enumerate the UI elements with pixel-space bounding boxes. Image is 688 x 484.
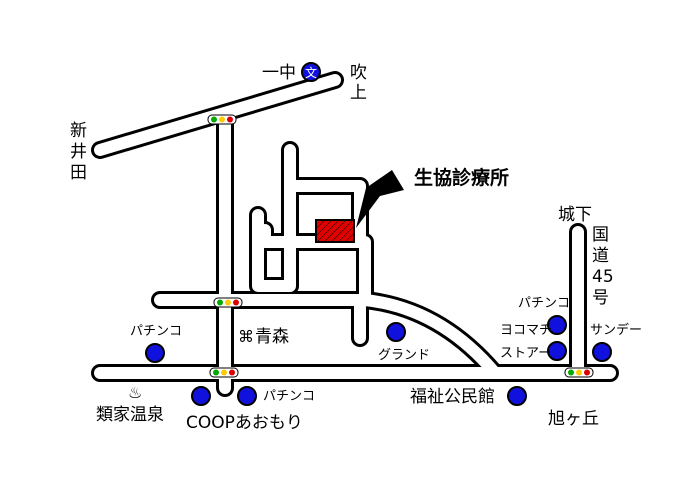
label-araida-2: 井 (70, 142, 87, 162)
label-fukushi-kominkan: 福祉公民館 (410, 387, 495, 407)
place-labels: 一中 吹 上 新 井 田 城下 国 道 45 号 パチンコ ⌘ 青森 グランド … (70, 63, 642, 433)
coop-marker (191, 386, 211, 406)
label-route45-1: 国 (592, 225, 609, 245)
label-sunday: サンデー (590, 322, 642, 338)
label-ichichu: 一中 (262, 63, 296, 83)
label-pachinko-left: パチンコ (130, 324, 182, 339)
label-araida-3: 田 (70, 163, 87, 183)
school-marker (301, 62, 321, 82)
label-aomori: 青森 (255, 327, 289, 347)
label-asahigaoka: 旭ヶ丘 (548, 409, 599, 429)
traffic-lights (207, 114, 594, 378)
label-route45-2: 道 (592, 246, 609, 266)
label-fukiage-1: 吹 (350, 63, 367, 83)
label-coop: COOPあおもり (186, 413, 303, 433)
clinic-pointer-arrow (356, 170, 404, 228)
traffic-light (209, 367, 239, 378)
destination-clinic: 生協診療所 (315, 166, 509, 243)
poi-markers: 文 (145, 62, 612, 406)
traffic-light (207, 114, 237, 125)
label-route45-3: 45 (592, 267, 614, 287)
pachinko-right-marker (547, 315, 567, 335)
yokomachi-store-marker (547, 341, 567, 361)
label-yokomachi-2: ストアー (500, 346, 551, 361)
label-grand: グランド (378, 348, 430, 363)
pachinko-bottom-marker (237, 386, 257, 406)
school-icon: 文 (305, 65, 317, 80)
aomori-emblem-icon: ⌘ (238, 327, 254, 346)
label-yokomachi-1: ヨコマチ (500, 323, 552, 338)
label-route45-4: 号 (592, 288, 609, 308)
clinic-label: 生協診療所 (414, 166, 509, 189)
pachinko-left-marker (145, 343, 165, 363)
label-pachinko-bottom: パチンコ (263, 389, 315, 404)
label-ruike-onsen: 類家温泉 (96, 405, 164, 425)
grand-marker (386, 322, 406, 342)
label-fukiage-2: 上 (350, 83, 367, 103)
traffic-light (564, 367, 594, 378)
label-pachinko-right: パチンコ (518, 296, 570, 311)
clinic-building (315, 219, 355, 243)
traffic-light (213, 297, 243, 308)
onsen-icon: ♨ (128, 383, 142, 402)
label-araida-1: 新 (70, 121, 87, 141)
fukushi-kominkan-marker (507, 386, 527, 406)
sunday-marker (592, 342, 612, 362)
label-shiroshita: 城下 (558, 205, 592, 225)
